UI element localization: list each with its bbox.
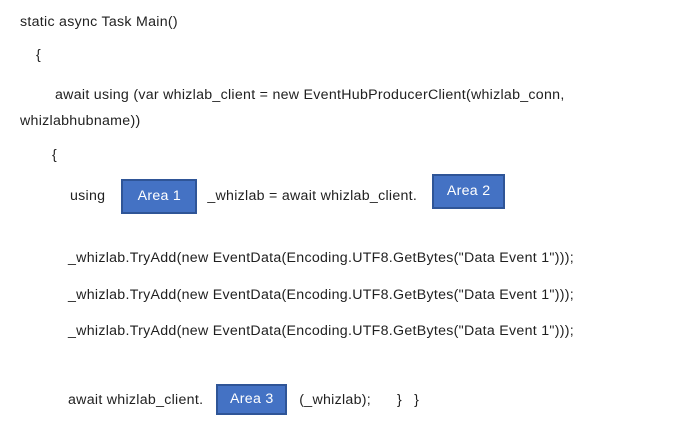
code-line-tryadd-2: _whizlab.TryAdd(new EventData(Encoding.U… xyxy=(68,287,574,303)
code-line-send-batch: await whizlab_client. Area 3 (_whizlab);… xyxy=(68,384,419,415)
code-segment-using-keyword: using xyxy=(70,188,106,204)
code-line-open-brace-outer: { xyxy=(36,47,42,63)
code-segment-await-client: await whizlab_client. xyxy=(68,391,204,408)
code-segment-closing-brace-outer: } xyxy=(414,391,420,408)
code-line-open-brace-inner: { xyxy=(52,147,58,163)
area-1-placeholder[interactable]: Area 1 xyxy=(121,178,198,214)
code-line-await-using-wrapped: whizlabhubname)) xyxy=(20,113,141,129)
code-line-method-signature: static async Task Main() xyxy=(20,14,178,30)
area-3-placeholder[interactable]: Area 3 xyxy=(216,384,288,415)
code-segment-whizlab-assignment: _whizlab = await whizlab_client. xyxy=(207,188,418,204)
code-line-tryadd-3: _whizlab.TryAdd(new EventData(Encoding.U… xyxy=(68,323,574,339)
code-segment-closing-brace-inner: } xyxy=(397,391,403,408)
code-line-await-using-first: await using (var whizlab_client = new Ev… xyxy=(55,87,565,103)
code-line-using-batch: using Area 1 _whizlab = await whizlab_cl… xyxy=(70,173,506,214)
code-line-tryadd-1: _whizlab.TryAdd(new EventData(Encoding.U… xyxy=(68,250,574,266)
area-2-placeholder[interactable]: Area 2 xyxy=(432,173,506,209)
code-segment-batch-argument: (_whizlab); xyxy=(299,391,372,408)
